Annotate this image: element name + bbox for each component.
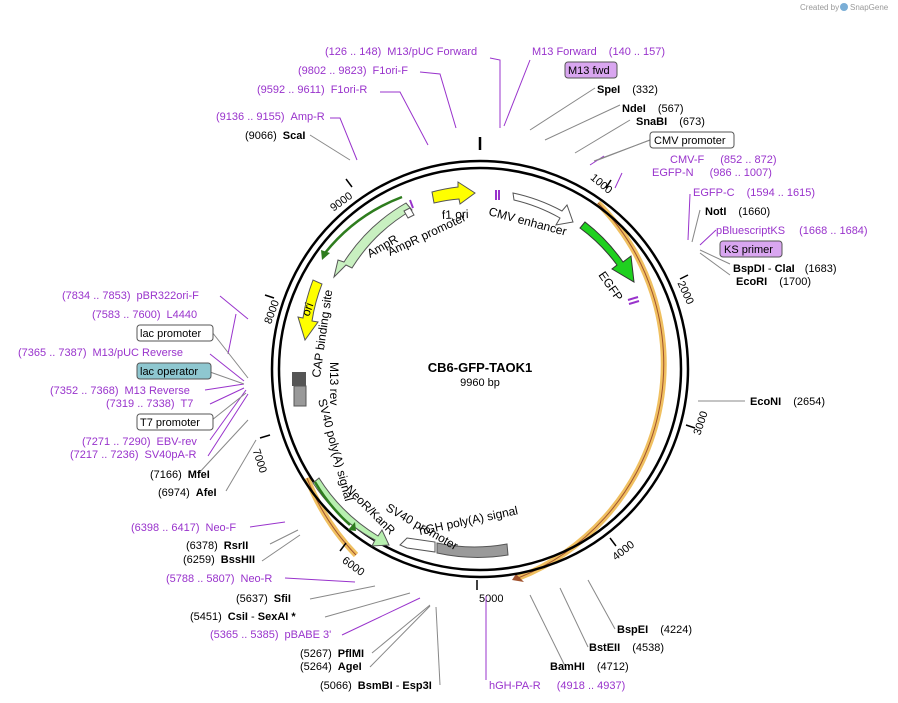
- label-snabi[interactable]: SnaBI(673): [636, 116, 705, 128]
- ks-primer-box[interactable]: [719, 240, 783, 258]
- hgh-polya-block[interactable]: [436, 542, 509, 558]
- label-sv40pa-r[interactable]: (7217 .. 7236)SV40pA-R: [70, 449, 197, 461]
- label-neo-r[interactable]: (5788 .. 5807)Neo-R: [166, 573, 272, 585]
- label-agei[interactable]: (5264)AgeI: [300, 661, 362, 673]
- label-bsmbi-esp3i[interactable]: (5066)BsmBI - Esp3I: [320, 680, 432, 692]
- tick-6000: 6000: [340, 555, 367, 579]
- plasmid-length: 9960 bp: [460, 377, 500, 389]
- label-egfp-n[interactable]: EGFP-N(986 .. 1007): [652, 167, 772, 179]
- ampr-promoter-arrow[interactable]: [403, 207, 415, 219]
- tick-4000: 4000: [610, 539, 637, 564]
- label-f1ori-r[interactable]: (9592 .. 9611)F1ori-R: [257, 84, 367, 96]
- ori-label: ori: [299, 301, 317, 318]
- cmv-enhancer-arrow[interactable]: [512, 192, 574, 226]
- label-cmv-f[interactable]: CMV-F(852 .. 872): [670, 154, 777, 166]
- snapgene-brand: SnapGene: [850, 3, 889, 12]
- ks-primer-box-label: KS primer: [724, 244, 773, 256]
- tick-9000: 9000: [328, 190, 355, 214]
- label-noti[interactable]: NotI(1660): [705, 206, 770, 218]
- label-l4440[interactable]: (7583 .. 7600)L4440: [92, 309, 197, 321]
- orange-arc-arrowhead: [512, 574, 524, 582]
- snapgene-logo-icon: [840, 3, 848, 11]
- lac-promoter-box-label: lac promoter: [140, 328, 201, 340]
- label-hgh-pa-r[interactable]: hGH-PA-R(4918 .. 4937): [489, 680, 625, 692]
- cmv-promoter-box-label: CMV promoter: [654, 135, 726, 147]
- label-amp-r[interactable]: (9136 .. 9155)Amp-R: [216, 111, 325, 123]
- label-bsshii[interactable]: (6259)BssHII: [183, 554, 255, 566]
- lac-operator-box-label: lac operator: [140, 366, 198, 378]
- label-m13-puc-forward[interactable]: (126 .. 148)M13/pUC Forward: [325, 46, 477, 58]
- label-rsrii[interactable]: (6378)RsrII: [186, 540, 248, 552]
- hgh-polya-label: hGH poly(A) signal: [418, 503, 519, 538]
- backbone-inner-ring: [277, 166, 683, 572]
- label-scai[interactable]: (9066)ScaI: [245, 130, 305, 142]
- t7-promoter-box[interactable]: [136, 413, 214, 431]
- orange-arc-taok1[interactable]: [516, 200, 667, 581]
- label-bspei[interactable]: BspEI(4224): [617, 624, 692, 636]
- sv40-promoter-arrow[interactable]: [399, 537, 436, 553]
- m13-rev-label: M13 rev: [327, 362, 341, 405]
- m13-fwd-box[interactable]: [564, 61, 618, 79]
- label-pbabe3[interactable]: (5365 .. 5385)pBABE 3': [210, 629, 331, 641]
- label-t7[interactable]: (7319 .. 7338)T7: [106, 398, 193, 410]
- created-by-text: Created by: [800, 3, 839, 12]
- label-ecori[interactable]: EcoRI(1700): [736, 276, 811, 288]
- f1-ori-arrow[interactable]: [431, 181, 476, 205]
- enzyme-leaders: [197, 87, 745, 686]
- label-afei[interactable]: (6974)AfeI: [158, 487, 217, 499]
- backbone-outer-ring: [270, 159, 690, 579]
- m13-fwd-box-label: M13 fwd: [568, 65, 610, 77]
- label-bspdi-clai[interactable]: BspDI - ClaI(1683): [733, 263, 837, 275]
- label-neo-f[interactable]: (6398 .. 6417)Neo-F: [131, 522, 236, 534]
- lac-operator-mark[interactable]: [292, 372, 306, 386]
- label-pflmi[interactable]: (5267)PflMI: [300, 648, 364, 660]
- cmv-promoter-box[interactable]: [649, 131, 735, 149]
- label-pbluescriptks[interactable]: pBluescriptKS(1668 .. 1684): [716, 225, 868, 237]
- label-sfii[interactable]: (5637)SfiI: [236, 593, 291, 605]
- sv40-polya-block[interactable]: [293, 385, 307, 407]
- ampr-arrow[interactable]: [333, 202, 413, 279]
- tick-3000: 3000: [692, 410, 711, 437]
- primer-leaders: [204, 57, 717, 680]
- plasmid-name: CB6-GFP-TAOK1: [428, 360, 532, 375]
- label-ebv-rev[interactable]: (7271 .. 7290)EBV-rev: [82, 436, 197, 448]
- label-f1ori-f[interactable]: (9802 .. 9823)F1ori-F: [298, 65, 408, 77]
- label-mfei[interactable]: (7166)MfeI: [150, 469, 210, 481]
- label-bamhi[interactable]: BamHI(4712): [550, 661, 629, 673]
- label-m13-puc-reverse[interactable]: (7365 .. 7387)M13/pUC Reverse: [18, 347, 183, 359]
- label-spei[interactable]: SpeI(332): [597, 84, 658, 96]
- t7-promoter-box-label: T7 promoter: [140, 417, 200, 429]
- label-m13-forward[interactable]: M13 Forward(140 .. 157): [532, 46, 665, 58]
- label-pbr322ori-f[interactable]: (7834 .. 7853)pBR322ori-F: [62, 290, 199, 302]
- label-m13-reverse[interactable]: (7352 .. 7368)M13 Reverse: [50, 385, 190, 397]
- label-bsteii[interactable]: BstEII(4538): [589, 642, 664, 654]
- egfp-arrow[interactable]: [579, 221, 635, 283]
- tick-7000: 7000: [250, 448, 269, 475]
- lac-promoter-box[interactable]: [136, 324, 214, 342]
- lac-operator-box[interactable]: [136, 362, 212, 380]
- ori-arrow[interactable]: [297, 279, 323, 342]
- f1-ori-label: f1 ori: [442, 207, 469, 222]
- label-econi[interactable]: EcoNI(2654): [750, 396, 825, 408]
- label-csii-sexai[interactable]: (5451)CsiI - SexAI *: [190, 611, 296, 623]
- label-egfp-c[interactable]: EGFP-C(1594 .. 1615): [693, 187, 815, 199]
- label-ndei[interactable]: NdeI(567): [622, 103, 684, 115]
- tick-5000: 5000: [479, 593, 503, 605]
